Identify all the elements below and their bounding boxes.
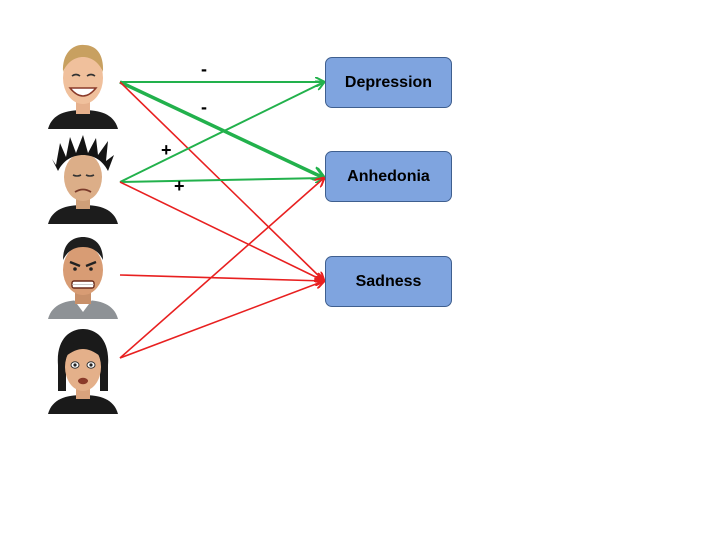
arrow-fearful-sadness <box>119 281 324 359</box>
sad-face-icon <box>48 135 118 224</box>
arrow-angry-sadness <box>119 274 324 281</box>
arrow-sad-sadness <box>119 181 324 281</box>
angry-face-icon <box>48 237 118 319</box>
arrow-sad-anhedonia <box>119 178 324 182</box>
anhedonia-box: Anhedonia <box>325 151 452 202</box>
depression-box: Depression <box>325 57 452 108</box>
sadness-box: Sadness <box>325 256 452 307</box>
sign-happy-depression: - <box>201 59 207 79</box>
sign-happy-anhedonia: - <box>201 97 207 117</box>
happy-face-icon <box>48 44 118 129</box>
arrow-fearful-anhedonia <box>119 178 324 359</box>
sign-sad-anhedonia: + <box>174 176 185 196</box>
fearful-face-icon <box>48 329 118 414</box>
arrow-sad-depression <box>119 82 324 183</box>
arrow-happy-anhedonia <box>119 80 324 178</box>
sign-sad-depression: + <box>161 140 172 160</box>
arrow-happy-sadness <box>119 81 324 281</box>
